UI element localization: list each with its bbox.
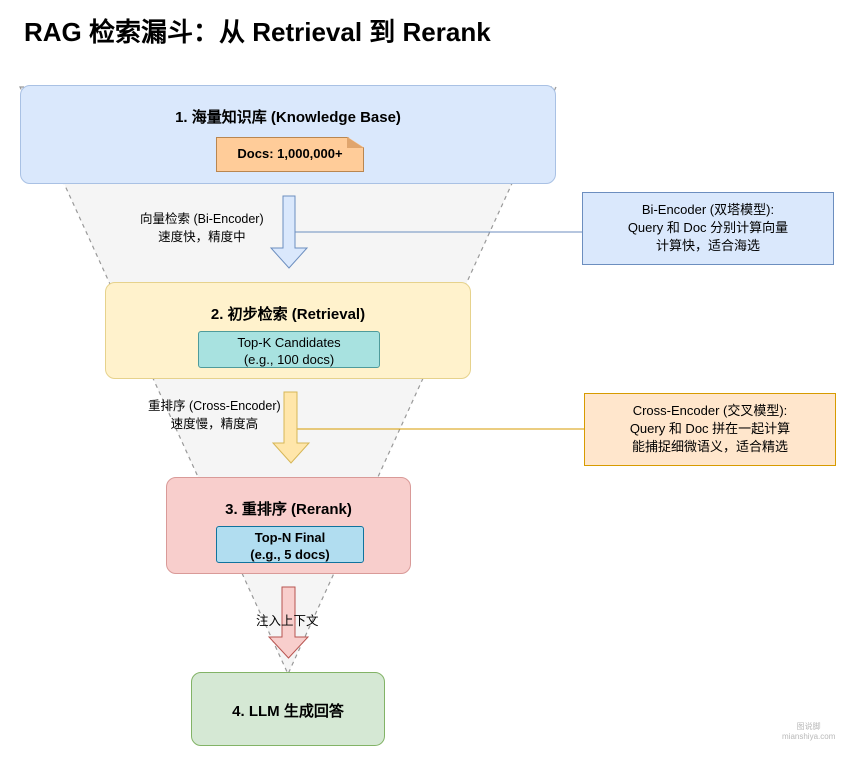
arrow-label-line: 速度快，精度中: [158, 230, 246, 244]
note-bi-encoder: Bi-Encoder (双塔模型): Query 和 Doc 分别计算向量 计算…: [582, 192, 834, 265]
note-line: Query 和 Doc 分别计算向量: [627, 220, 789, 235]
arrow-down-llm: [267, 586, 310, 659]
note-fold-corner: [347, 137, 364, 148]
stage-knowledge-base: 1. 海量知识库 (Knowledge Base) Docs: 1,000,00…: [20, 85, 556, 184]
stage-title: 1. 海量知识库 (Knowledge Base): [175, 109, 401, 126]
chip-line: Top-N Final: [254, 530, 326, 545]
stage-llm-generate: 4. LLM 生成回答: [191, 672, 385, 746]
arrow-label-line: 重排序 (Cross-Encoder): [148, 399, 281, 413]
stage-title: 4. LLM 生成回答: [232, 703, 344, 720]
top-k-candidates-box: Top-K Candidates (e.g., 100 docs): [198, 331, 380, 368]
arrow-label-llm: 注入上下文: [256, 612, 319, 630]
chip-line: Top-K Candidates: [237, 335, 341, 350]
stage-retrieval: 2. 初步检索 (Retrieval) Top-K Candidates (e.…: [105, 282, 471, 379]
chip-line: (e.g., 5 docs): [250, 547, 330, 562]
watermark-line: 图说脚: [796, 722, 821, 731]
arrow-down-retrieval: [269, 195, 309, 269]
note-line: Bi-Encoder (双塔模型):: [641, 202, 775, 217]
top-n-final-box: Top-N Final (e.g., 5 docs): [216, 526, 364, 563]
arrow-label-line: 向量检索 (Bi-Encoder): [140, 212, 264, 226]
chip-line: (e.g., 100 docs): [243, 352, 335, 367]
arrow-label-retrieval: 向量检索 (Bi-Encoder) 速度快，精度中: [140, 210, 264, 246]
stage-rerank: 3. 重排序 (Rerank) Top-N Final (e.g., 5 doc…: [166, 477, 411, 574]
arrow-label-line: 速度慢，精度高: [170, 417, 259, 431]
note-cross-encoder: Cross-Encoder (交叉模型): Query 和 Doc 拼在一起计算…: [584, 393, 836, 466]
note-line: 计算快，适合海选: [655, 238, 760, 253]
note-line: Query 和 Doc 拼在一起计算: [629, 421, 791, 436]
docs-count-label: Docs: 1,000,000+: [237, 146, 343, 161]
arrow-label-rerank: 重排序 (Cross-Encoder) 速度慢，精度高: [148, 397, 281, 433]
arrow-label-line: 注入上下文: [256, 614, 319, 628]
page-title: RAG 检索漏斗：从 Retrieval 到 Rerank: [24, 17, 491, 47]
watermark-line: mianshiya.com: [782, 732, 836, 741]
stage-title: 2. 初步检索 (Retrieval): [210, 306, 366, 323]
stage-title: 3. 重排序 (Rerank): [225, 501, 352, 518]
note-line: 能捕捉细微语义，适合精选: [631, 439, 788, 454]
docs-count-note: Docs: 1,000,000+: [216, 137, 364, 172]
arrow-down-rerank: [271, 391, 311, 464]
watermark: 图说脚 mianshiya.com: [782, 722, 835, 742]
note-line: Cross-Encoder (交叉模型):: [632, 403, 788, 418]
